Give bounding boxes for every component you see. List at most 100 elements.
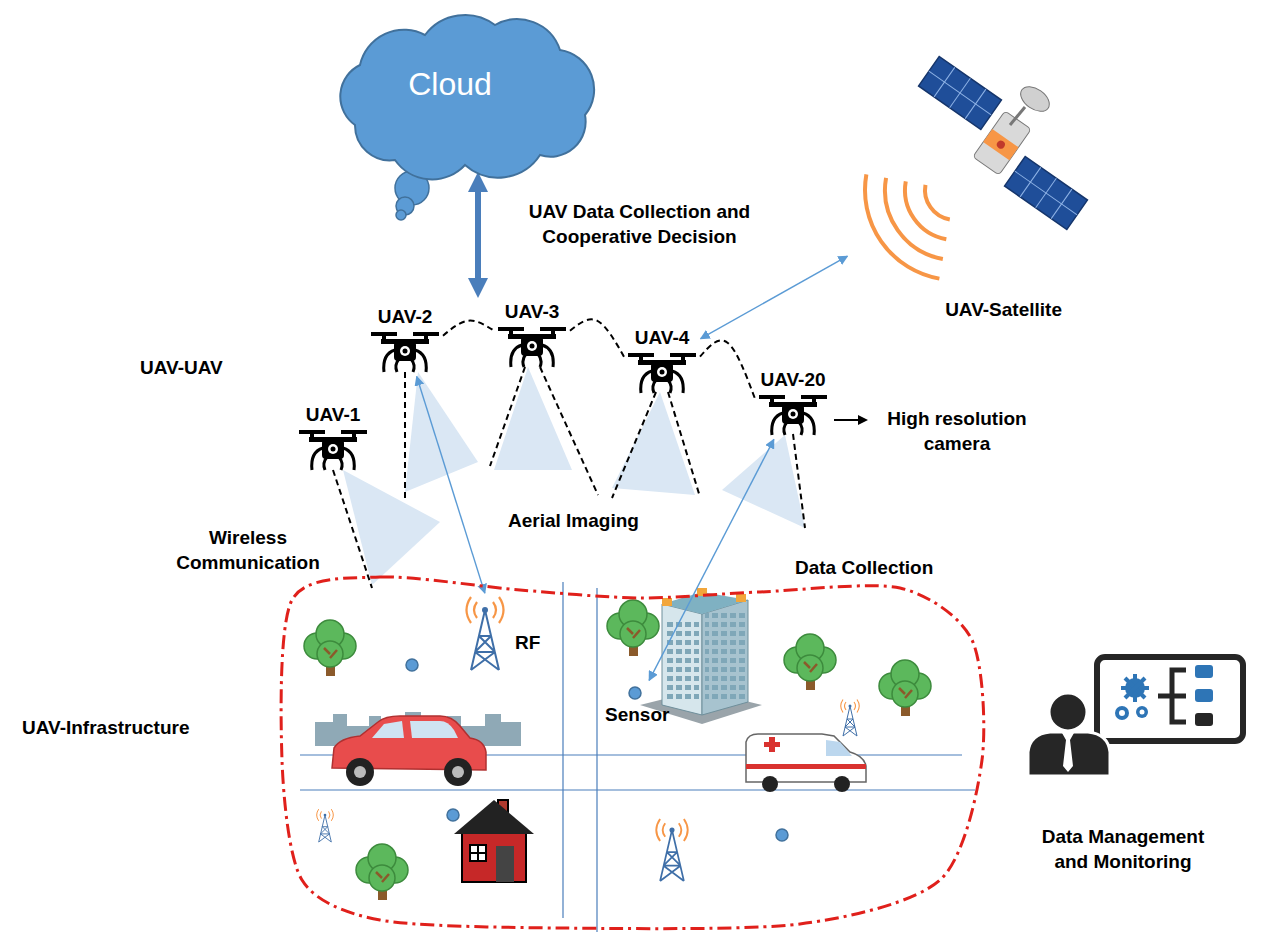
edge-label: UAV Data Collection and Cooperative Deci…: [502, 200, 777, 249]
drone-icon: [651, 362, 673, 382]
scatter-items: [797, 655, 823, 681]
scatter-items: [324, 648, 337, 658]
building: [662, 604, 702, 715]
drone-icon: [312, 448, 355, 470]
scatter-items: [841, 700, 860, 737]
monitoring-icon: [1140, 710, 1145, 715]
drone-icon: [521, 336, 543, 356]
data-link: [417, 377, 485, 594]
drone-icon: [369, 330, 441, 374]
scatter-items: [776, 829, 788, 841]
car: [372, 721, 404, 738]
monitoring-icon: [1125, 678, 1145, 698]
scatter-items: [656, 819, 687, 841]
region-outline: [281, 577, 984, 929]
house: [496, 846, 514, 882]
satellite-icon: [925, 185, 950, 220]
satellite-icon: [973, 111, 1031, 175]
tower-icon: [455, 596, 515, 672]
uav-link: [700, 340, 755, 398]
scatter-items: [317, 641, 343, 667]
city-skyline: [315, 722, 335, 746]
scatter-items: [892, 681, 918, 707]
monitoring-icon: [1028, 657, 1243, 776]
scatter-items: [784, 634, 836, 690]
drone-icon: [626, 351, 698, 395]
scatter-items: [627, 628, 640, 638]
scatter-items: [607, 600, 659, 656]
node-label: Cloud: [408, 64, 492, 106]
drone-icon: [530, 343, 535, 348]
drone-icon: [782, 404, 804, 424]
camera-beams: [333, 367, 805, 588]
camera-beams: [612, 392, 656, 498]
scatter-items: [319, 815, 332, 842]
house: [470, 852, 486, 854]
satellite-icon: [973, 111, 1031, 175]
uav-drone: UAV-3: [496, 300, 568, 369]
monitoring-icon: [1115, 678, 1148, 720]
annotation-label: UAV-UAV: [140, 356, 223, 381]
scatter-items: [656, 819, 687, 881]
drone-icon: [772, 413, 815, 435]
satellite-icon: [850, 55, 1080, 325]
scatter-items: [324, 814, 327, 817]
node-label: RF: [515, 631, 540, 656]
car: [452, 766, 464, 778]
scatter-items: [317, 809, 334, 842]
camera-beams: [793, 434, 805, 528]
satellite-icon: [929, 71, 991, 115]
drone-icon: [527, 341, 537, 351]
scatter-items: [899, 688, 912, 698]
monitoring-icon: [1119, 710, 1125, 716]
satellite-icon: [983, 129, 1018, 160]
monitoring-icon: [1195, 665, 1213, 678]
node-label: Sensor: [605, 703, 669, 728]
scatter-items: [369, 865, 395, 891]
scatter-items: [843, 706, 857, 736]
drone-icon: [328, 444, 338, 454]
drone-icon: [496, 325, 568, 369]
scatter-items: [356, 844, 408, 900]
house: [454, 800, 534, 834]
node-label: UAV-3: [505, 300, 560, 325]
drone-icon: [331, 446, 336, 451]
scatter-items: [304, 600, 931, 900]
scatter-items: [660, 830, 684, 881]
camera-beams: [333, 470, 372, 588]
drone-icon: [511, 345, 554, 367]
cloud-bubbles: [396, 210, 406, 220]
drone-icon: [403, 348, 408, 353]
satellite-icon: [1016, 82, 1054, 117]
drone-icon: [660, 369, 665, 374]
annotation-label: Wireless Communication: [163, 526, 333, 575]
tower-icon: [467, 597, 504, 670]
scatter-items: [304, 620, 356, 676]
annotation-label: Data Collection: [795, 556, 933, 581]
house: [470, 845, 486, 861]
uav-link: [443, 321, 494, 336]
satellite-icon: [919, 56, 1002, 129]
building: [705, 612, 745, 700]
data-link: [701, 256, 848, 339]
car: [354, 766, 366, 778]
satellite-icon: [995, 139, 1006, 150]
satellite-icon: [1015, 171, 1077, 215]
sensor-dot: [625, 683, 645, 703]
ambulance: [746, 734, 866, 792]
uav-link: [570, 319, 624, 356]
scatter-items: [656, 819, 687, 881]
monitoring-icon: [1049, 693, 1087, 731]
satellite-node: UAV-Satellite: [850, 55, 1080, 325]
node-label: UAV-Satellite: [945, 298, 1062, 323]
building: [662, 598, 672, 606]
drone-icon: [641, 371, 684, 393]
drone-icon: [757, 393, 829, 437]
road-grid: [596, 588, 597, 932]
camera-beams: [405, 372, 478, 492]
camera-beams: [612, 392, 695, 495]
tower-icon: [471, 610, 499, 670]
satellite-icon: [905, 181, 946, 239]
scatter-items: [841, 700, 860, 713]
infrastructure-region: RFSensorUAV-Infrastructure: [20, 568, 982, 935]
